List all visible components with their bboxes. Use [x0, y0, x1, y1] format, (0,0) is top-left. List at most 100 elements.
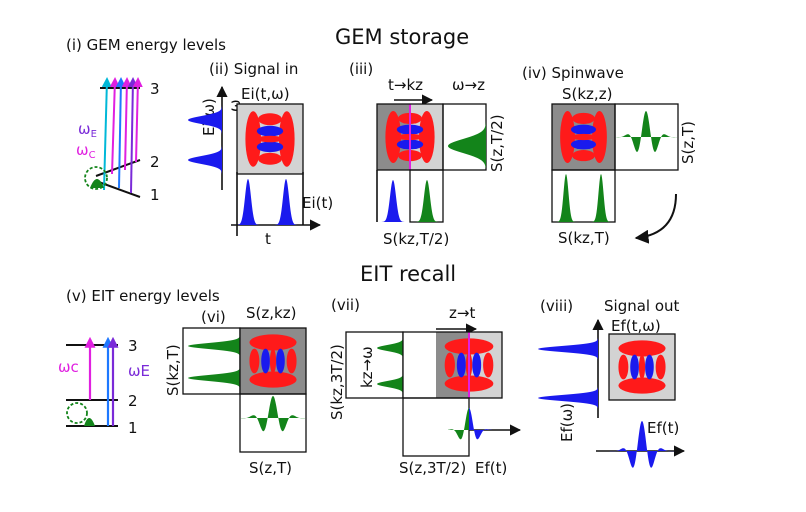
s-kz-t-vi-label: S(kz,T)	[164, 344, 182, 396]
s-z-t-label: S(z,T)	[679, 121, 697, 164]
input-spectrum	[188, 96, 222, 186]
kz-to-omega-label: kz→ω	[358, 346, 376, 388]
vii-white-region	[403, 332, 436, 398]
time-axis-label: t	[265, 230, 271, 248]
s-z-3t2-label: S(z,3T/2)	[399, 459, 466, 477]
iv-lobes	[560, 110, 607, 164]
iii-right-profile	[448, 106, 486, 168]
panel-signal-out: (viii) Signal out Ef(t,ω) Ef(ω) Ef(t)	[538, 297, 686, 468]
eit-level-1-label: 1	[128, 419, 138, 437]
panel-iii: (iii) t→kz ω→z S(z,T/2) S(kz,T/2)	[349, 60, 506, 248]
ef-omega-label: Ef(ω)	[558, 403, 576, 442]
red-lobe	[385, 110, 402, 164]
s-z-t-vi-label: S(z,T)	[249, 459, 292, 477]
input-time-pulses	[238, 179, 302, 225]
red-lobe	[286, 348, 297, 374]
vii-bottom-blue	[469, 408, 492, 440]
omega-e-label: ωE	[78, 120, 97, 140]
panel-vi: (vi) S(z,kz) S(kz,T) S(z,T)	[164, 304, 307, 477]
red-lobe	[245, 111, 261, 167]
red-lobe	[249, 348, 260, 374]
panel-vi-label: (vi)	[201, 308, 226, 326]
eit-recall-title: EIT recall	[360, 262, 456, 286]
vi-left-pulses	[188, 330, 240, 392]
gem-storage-title: GEM storage	[335, 25, 469, 49]
output-time-pulse	[605, 421, 681, 468]
blue-lobe	[256, 125, 284, 137]
population-circle	[84, 166, 108, 190]
signal-out-title: Signal out	[604, 297, 680, 315]
s-kz-t2-label: S(kz,T/2)	[383, 230, 449, 248]
red-lobe	[618, 377, 666, 394]
red-lobe	[269, 348, 277, 374]
red-lobe	[638, 354, 646, 380]
signal-out-lobes	[618, 340, 666, 394]
blue-lobe	[570, 124, 597, 135]
panel-i-label: (i) GEM energy levels	[66, 36, 226, 54]
red-lobe	[258, 113, 282, 126]
panel-iv-label: (iv) Spinwave	[522, 64, 624, 82]
blue-lobe	[276, 348, 285, 374]
transition-arrow	[132, 77, 143, 163]
iv-right-box	[614, 103, 679, 171]
eit-omega-e-label: ωE	[128, 362, 150, 380]
blue-lobe	[261, 348, 270, 374]
vii-left-pulses	[377, 334, 403, 396]
red-lobe	[258, 152, 282, 165]
gem-level-2-label: 2	[150, 153, 160, 171]
omega-c-label: ωC	[76, 141, 96, 161]
transition-arrow	[127, 77, 138, 194]
red-lobe	[483, 352, 494, 378]
red-lobe	[419, 110, 435, 164]
blue-lobe	[256, 141, 284, 153]
signal-out-image-frame	[608, 333, 676, 401]
transition-arrow	[115, 77, 126, 189]
red-lobe	[655, 354, 666, 380]
panel-vii-label: (vii)	[331, 296, 360, 314]
panel-iii-label: (iii)	[349, 60, 373, 78]
output-spectrum	[538, 328, 598, 418]
z-to-t-label: z→t	[449, 304, 475, 322]
eit-population-circle	[66, 402, 88, 424]
s-kz-z-label: S(kz,z)	[562, 85, 612, 103]
vi-left-box	[182, 327, 241, 395]
red-lobe	[618, 340, 666, 357]
blue-lobe	[570, 139, 597, 150]
panel-vii: (vii) z→t S(kz,3T/2) kz→ω S(z,3T/2) Ef(t…	[328, 296, 522, 477]
eit-population-blob	[84, 418, 95, 426]
blue-lobe	[456, 352, 466, 378]
red-lobe	[560, 110, 575, 164]
vi-bottom-box	[239, 393, 307, 453]
red-lobe	[618, 354, 629, 380]
signal-in-lobes	[245, 111, 295, 167]
iii-bottom-green-pulse	[411, 180, 442, 222]
vii-bottom-green	[448, 408, 469, 440]
blue-lobe	[472, 352, 482, 378]
panel-viii-label: (viii)	[540, 297, 573, 315]
signal-in-image-frame	[236, 103, 304, 175]
red-lobe	[279, 111, 295, 167]
panel-spinwave: (iv) Spinwave S(kz,z) S(z,T) S(kz,T)	[522, 64, 697, 247]
eit-omega-c-label: ωc	[58, 358, 79, 376]
s-z-kz-label: S(z,kz)	[246, 304, 296, 322]
iii-bottom-pulses	[378, 180, 409, 222]
eit-level-2-label: 2	[128, 392, 138, 410]
red-lobe	[572, 112, 595, 124]
gem-level-2-line	[95, 159, 141, 177]
s-kz-t-label: S(kz,T)	[558, 229, 610, 247]
vi-bottom-profile	[241, 396, 305, 432]
blue-lobe	[645, 354, 654, 380]
panel-v-label: (v) EIT energy levels	[66, 287, 220, 305]
gem-level-1-label: 1	[150, 186, 160, 204]
iv-bottom-pulses	[553, 174, 614, 222]
red-lobe	[592, 110, 607, 164]
ei-time-label: Ei(t)	[302, 194, 333, 212]
vii-bottom-box	[402, 397, 470, 457]
red-lobe	[570, 133, 597, 141]
s-kz-3t2-label: S(kz,3T/2)	[328, 344, 346, 420]
ef-t-vii-label: Ef(t)	[475, 459, 507, 477]
red-lobe	[572, 150, 595, 162]
panel-ii-label: (ii) Signal in	[209, 60, 298, 78]
signal-in-top-label: Ei(t,ω)	[241, 85, 290, 103]
